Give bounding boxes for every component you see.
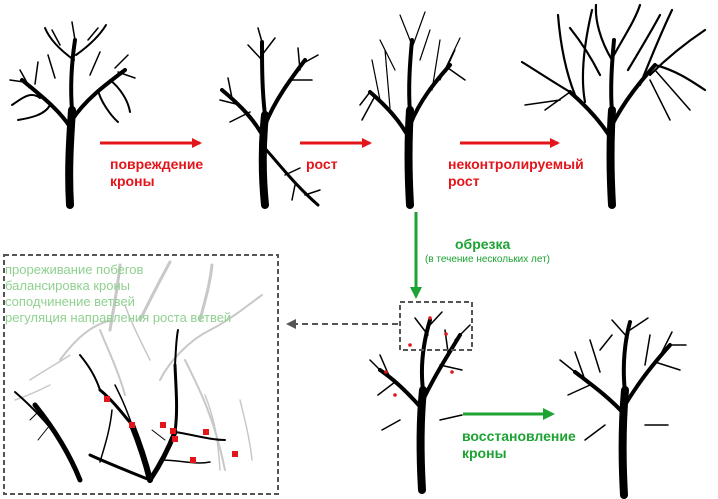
- tree-regrowth: [359, 11, 466, 209]
- inset-item-thinning: прореживание побегов: [5, 262, 144, 277]
- inset-item-subordination: соподчинение ветвей: [5, 294, 135, 309]
- zoom-region-box: [399, 301, 473, 351]
- label-pruning-note: (в течение нескольких лет): [425, 254, 551, 265]
- label-growth: рост: [306, 156, 338, 173]
- label-damage-line1: повреждение: [110, 156, 204, 172]
- label-uncontrolled: неконтролируемый рост: [448, 156, 584, 190]
- label-damage-line2: кроны: [110, 173, 155, 189]
- label-pruning-text: обрезка: [455, 236, 511, 252]
- tree-damaged: [219, 27, 321, 209]
- cut-marks-tree: [384, 316, 454, 397]
- label-restoration-line1: восстановление: [462, 428, 576, 444]
- label-uncontrolled-line1: неконтролируемый: [448, 156, 584, 172]
- inset-cut-marks: [104, 396, 238, 463]
- label-uncontrolled-line2: рост: [448, 173, 480, 189]
- inset-pruned-branches: [14, 260, 263, 471]
- label-restoration-line2: кроны: [462, 445, 507, 461]
- label-restoration: восстановление кроны: [462, 428, 576, 462]
- label-pruning: обрезка: [455, 236, 510, 253]
- tree-healthy: [9, 21, 136, 209]
- label-growth-text: рост: [306, 156, 338, 172]
- inset-item-direction: регуляция направления роста ветвей: [5, 310, 232, 325]
- inset-technique-list: прореживание побегов балансировка кроны …: [5, 262, 231, 326]
- tree-restored: [559, 317, 687, 499]
- tree-pruned: [369, 311, 471, 494]
- label-damage: повреждение кроны: [110, 156, 203, 190]
- inset-item-balancing: балансировка кроны: [5, 278, 130, 293]
- tree-uncontrolled: [520, 3, 707, 209]
